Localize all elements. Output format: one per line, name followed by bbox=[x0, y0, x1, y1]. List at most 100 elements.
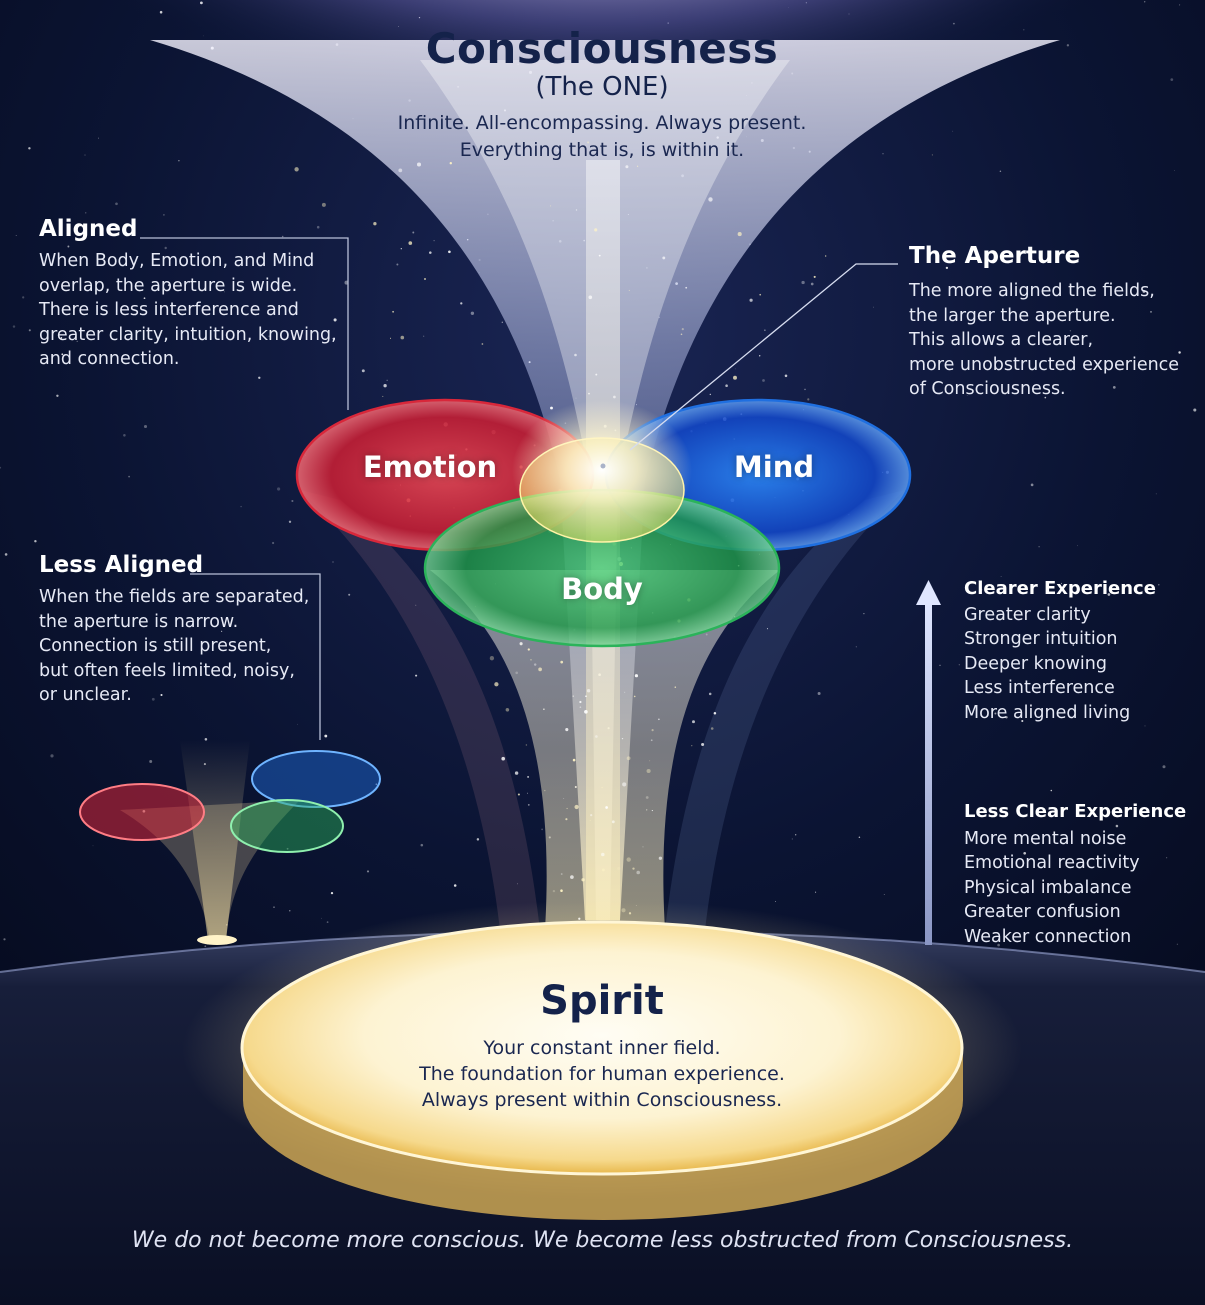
sparkle bbox=[649, 760, 651, 762]
sparkle bbox=[563, 797, 565, 799]
sparkle bbox=[601, 786, 603, 789]
aligned-line: There is less interference and bbox=[39, 300, 299, 320]
star bbox=[3, 938, 6, 941]
star bbox=[297, 723, 298, 725]
sparkle bbox=[525, 744, 528, 746]
sparkle bbox=[804, 388, 806, 391]
star bbox=[1166, 857, 1168, 859]
sparkle bbox=[624, 691, 626, 693]
list-item: Emotional reactivity bbox=[964, 853, 1140, 874]
clearer-experience-list: Greater clarity Stronger intuition Deepe… bbox=[964, 603, 1130, 725]
star bbox=[12, 325, 16, 328]
sparkle bbox=[382, 395, 384, 397]
sparkle bbox=[416, 162, 422, 167]
experience-arrow bbox=[916, 580, 941, 945]
sparkle bbox=[570, 875, 574, 879]
body-label: Body bbox=[561, 572, 643, 606]
small-mind-field bbox=[251, 750, 381, 808]
sparkle bbox=[625, 165, 629, 169]
star bbox=[516, 883, 519, 885]
star bbox=[50, 754, 54, 758]
star bbox=[810, 282, 814, 286]
star bbox=[1178, 351, 1181, 354]
star bbox=[331, 337, 334, 340]
star bbox=[84, 154, 86, 156]
star bbox=[348, 593, 351, 596]
sparkle bbox=[581, 878, 585, 882]
sparkle bbox=[931, 154, 933, 156]
sparkle bbox=[658, 856, 663, 860]
sparkle bbox=[595, 735, 598, 738]
star bbox=[61, 353, 64, 356]
fields-venn bbox=[295, 398, 912, 648]
sparkle bbox=[708, 197, 713, 202]
sparkle bbox=[650, 739, 653, 742]
star bbox=[692, 720, 695, 724]
sparkle bbox=[560, 873, 563, 875]
sparkle bbox=[373, 222, 377, 226]
less-clear-experience-list: More mental noise Emotional reactivity P… bbox=[964, 827, 1140, 949]
sparkle bbox=[701, 742, 705, 747]
sparkle bbox=[634, 674, 639, 678]
sparkle bbox=[572, 758, 576, 762]
emotion-label: Emotion bbox=[362, 450, 498, 484]
star bbox=[1107, 593, 1111, 596]
sparkle bbox=[398, 168, 403, 173]
sparkle bbox=[642, 846, 644, 848]
star bbox=[366, 870, 370, 873]
aperture-line: of Consciousness. bbox=[909, 379, 1066, 399]
star bbox=[541, 828, 543, 831]
sparkle bbox=[390, 337, 391, 339]
aligned-heading: Aligned bbox=[39, 216, 138, 242]
star bbox=[1155, 493, 1157, 495]
sparkle bbox=[621, 737, 624, 740]
star bbox=[1061, 582, 1062, 584]
aperture-line: more unobstructed experience bbox=[909, 354, 1180, 375]
spirit-title: Spirit bbox=[540, 978, 664, 1024]
sparkle bbox=[396, 263, 399, 266]
sparkle bbox=[579, 706, 582, 709]
sparkle bbox=[708, 692, 712, 696]
star bbox=[1173, 170, 1175, 172]
star bbox=[1069, 330, 1072, 332]
star bbox=[725, 384, 728, 387]
star bbox=[272, 541, 275, 545]
star bbox=[151, 697, 155, 701]
less-aligned-line: When the fields are separated, bbox=[39, 587, 310, 607]
sparkle bbox=[550, 205, 552, 207]
star bbox=[734, 368, 736, 370]
star bbox=[273, 906, 275, 908]
star bbox=[204, 738, 208, 741]
star bbox=[855, 646, 857, 648]
star bbox=[98, 137, 99, 139]
star bbox=[453, 884, 457, 887]
sparkle bbox=[807, 398, 810, 401]
star bbox=[958, 664, 960, 666]
sparkle bbox=[651, 729, 654, 732]
sparkle bbox=[658, 718, 660, 721]
star bbox=[143, 424, 148, 429]
star bbox=[1011, 914, 1014, 917]
aperture-line: This allows a clearer, bbox=[909, 330, 1094, 350]
star bbox=[997, 943, 1000, 947]
aperture-center-glow bbox=[512, 400, 692, 540]
page-subtitle: (The ONE) bbox=[535, 72, 669, 102]
list-item: Deeper knowing bbox=[964, 653, 1107, 674]
star bbox=[791, 838, 793, 840]
star bbox=[375, 783, 378, 786]
sparkle bbox=[737, 232, 742, 237]
sparkle bbox=[429, 251, 432, 254]
sparkle bbox=[605, 806, 608, 809]
sparkle bbox=[460, 302, 463, 305]
star bbox=[994, 712, 997, 715]
sparkle bbox=[560, 889, 563, 892]
sparkle bbox=[400, 335, 405, 340]
star bbox=[258, 376, 261, 379]
list-item: Physical imbalance bbox=[964, 877, 1132, 898]
star bbox=[423, 335, 425, 337]
page-title: Consciousness bbox=[425, 24, 779, 73]
sparkle bbox=[514, 771, 519, 775]
sparkle bbox=[386, 379, 388, 381]
mind-label: Mind bbox=[733, 450, 815, 484]
tagline-line-2: Everything that is, is within it. bbox=[459, 139, 745, 161]
